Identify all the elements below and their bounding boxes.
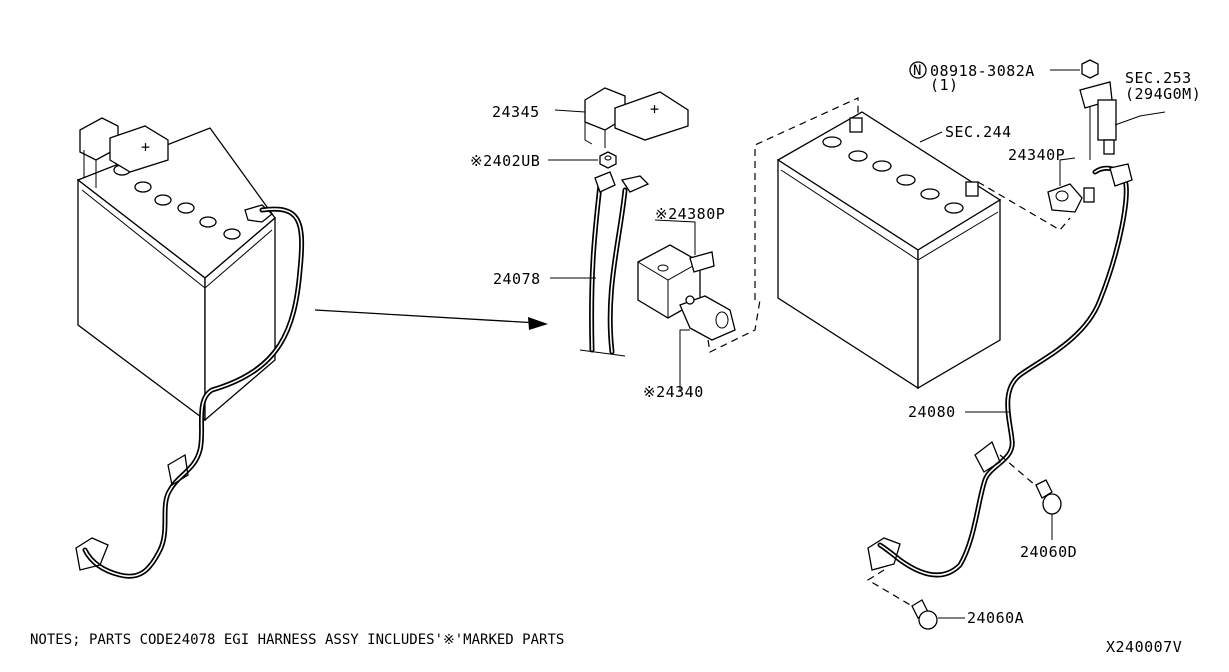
cover-plus-mark: + (650, 100, 660, 118)
left-battery: + (76, 117, 276, 422)
terminal-cover-part: + (584, 87, 689, 148)
label-24080: 24080 (908, 403, 956, 421)
right-battery (776, 111, 1002, 390)
left-plus-mark: + (141, 138, 151, 156)
label-24345: 24345 (492, 103, 540, 121)
label-24060a: 24060A (967, 609, 1024, 627)
diagram-id: X240007V (1106, 638, 1182, 656)
view-arrow (314, 309, 548, 330)
left-cable (82, 206, 305, 579)
label-24340: ※24340 (643, 383, 704, 401)
notes-text: NOTES; PARTS CODE24078 EGI HARNESS ASSY … (30, 632, 564, 648)
label-24060d: 24060D (1020, 543, 1077, 561)
terminal-24340 (679, 295, 736, 341)
label-24340p: 24340P (1008, 146, 1065, 164)
bolt-08918 (1081, 59, 1099, 79)
right-clips (867, 440, 1001, 571)
label-2402ub: ※2402UB (470, 152, 540, 170)
terminal-24340p (1047, 183, 1095, 213)
left-terminal-cover: + (79, 117, 169, 188)
n-symbol: N (909, 61, 927, 79)
battery-sensor (1079, 81, 1117, 160)
left-battery-caps (113, 164, 241, 240)
n-letter: N (913, 63, 921, 79)
label-24078: 24078 (493, 270, 541, 288)
left-clips (75, 453, 189, 571)
label-08918-qty: (1) (930, 76, 959, 94)
label-sec244: SEC.244 (945, 123, 1012, 141)
bolt-24060d (999, 454, 1062, 515)
nut-2402ub (599, 151, 617, 169)
label-sec253: SEC.253 (1125, 69, 1192, 87)
negative-cable-24080 (877, 163, 1133, 578)
label-24380p: ※24380P (655, 205, 725, 223)
egi-harness (579, 171, 650, 357)
label-08918: 08918-3082A (930, 62, 1035, 80)
label-sec253-sub: (294G0M) (1125, 85, 1201, 103)
bolt-24060a (866, 569, 938, 630)
right-battery-caps (822, 136, 964, 214)
